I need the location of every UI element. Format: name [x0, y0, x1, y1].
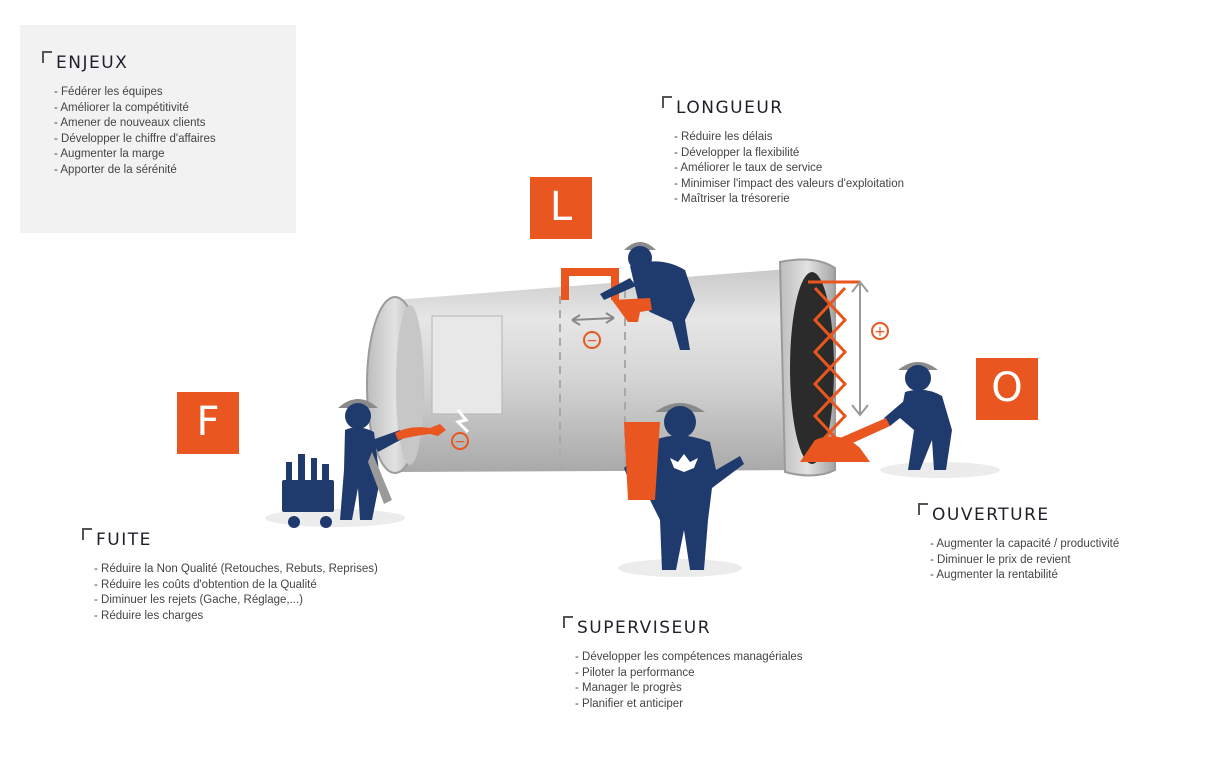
- list-item: Réduire les charges: [94, 609, 378, 625]
- longueur-block: LONGUEUR Réduire les délais Développer l…: [662, 96, 904, 208]
- superviseur-title: SUPERVISEUR: [563, 616, 803, 638]
- list-item: Fédérer les équipes: [54, 85, 296, 101]
- worker-longueur: [600, 242, 695, 350]
- list-item: Amener de nouveaux clients: [54, 116, 296, 132]
- enjeux-panel: ENJEUX Fédérer les équipes Améliorer la …: [20, 25, 296, 233]
- list-item: Réduire les délais: [674, 130, 904, 146]
- list-item: Minimiser l'impact des valeurs d'exploit…: [674, 177, 904, 193]
- list-item: Manager le progrès: [575, 681, 803, 697]
- list-item: Diminuer les rejets (Gache, Réglage,...): [94, 593, 378, 609]
- leak-spark-icon: [455, 409, 470, 434]
- tool-cart-icon: [282, 454, 334, 528]
- enjeux-title: ENJEUX: [42, 51, 296, 73]
- list-item: Réduire la Non Qualité (Retouches, Rebut…: [94, 562, 378, 578]
- superviseur-block: SUPERVISEUR Développer les compétences m…: [563, 616, 803, 712]
- ouverture-title: OUVERTURE: [918, 503, 1119, 525]
- longueur-list: Réduire les délais Développer la flexibi…: [662, 130, 904, 208]
- worker-ouverture: [884, 362, 952, 470]
- list-item: Développer les compétences managériales: [575, 650, 803, 666]
- superviseur-list: Développer les compétences managériales …: [563, 650, 803, 712]
- ouverture-list: Augmenter la capacité / productivité Dim…: [918, 537, 1119, 584]
- list-item: Diminuer le prix de revient: [930, 553, 1119, 569]
- enjeux-list: Fédérer les équipes Améliorer la compéti…: [42, 85, 296, 178]
- ground-shadow: [618, 559, 742, 577]
- pipe-patch: [431, 315, 503, 415]
- list-item: Améliorer la compétitivité: [54, 101, 296, 117]
- list-item: Développer le chiffre d'affaires: [54, 132, 296, 148]
- plus-symbol: +: [874, 324, 886, 340]
- worker-fuite: [338, 399, 404, 520]
- list-item: Augmenter la capacité / productivité: [930, 537, 1119, 553]
- letter-box-o: O: [976, 358, 1038, 420]
- list-item: Augmenter la rentabilité: [930, 568, 1119, 584]
- letter-box-f: F: [177, 392, 239, 454]
- list-item: Maîtriser la trésorerie: [674, 192, 904, 208]
- fuite-block: FUITE Réduire la Non Qualité (Retouches,…: [82, 528, 378, 624]
- fuite-title: FUITE: [82, 528, 378, 550]
- letter-box-l: L: [530, 177, 592, 239]
- list-item: Augmenter la marge: [54, 147, 296, 163]
- jack-handle: [840, 418, 890, 446]
- pipe-opening: [790, 272, 834, 464]
- fuite-list: Réduire la Non Qualité (Retouches, Rebut…: [82, 562, 378, 624]
- list-item: Développer la flexibilité: [674, 146, 904, 162]
- minus-marker: [583, 331, 601, 349]
- wrench-icon: [395, 424, 446, 440]
- list-item: Améliorer le taux de service: [674, 161, 904, 177]
- ouverture-block: OUVERTURE Augmenter la capacité / produc…: [918, 503, 1119, 584]
- clipboard-icon: [624, 422, 660, 500]
- pipe: [366, 258, 836, 477]
- list-item: Planifier et anticiper: [575, 697, 803, 713]
- plus-marker: [871, 322, 889, 340]
- list-item: Piloter la performance: [575, 666, 803, 682]
- minus-symbol: −: [454, 434, 466, 450]
- lever-icon: [612, 298, 652, 322]
- minus-marker: [451, 432, 469, 450]
- longueur-title: LONGUEUR: [662, 96, 904, 118]
- list-item: Apporter de la sérénité: [54, 163, 296, 179]
- minus-symbol: −: [586, 333, 598, 349]
- list-item: Réduire les coûts d'obtention de la Qual…: [94, 578, 378, 594]
